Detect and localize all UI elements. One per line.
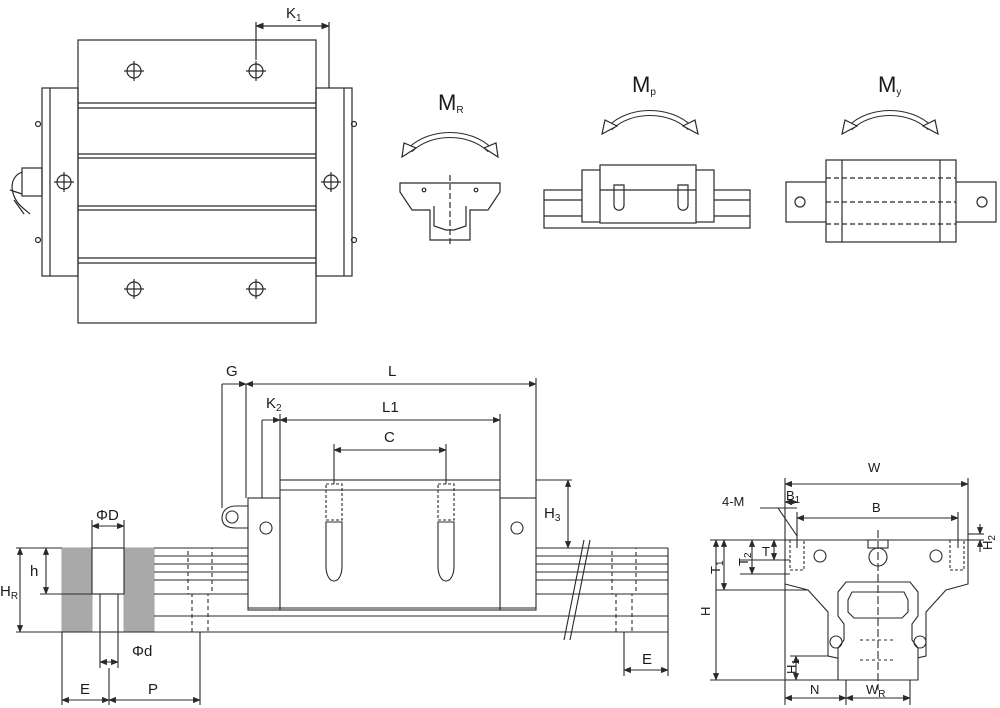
dim-e-right-label: E [642, 651, 652, 668]
mount-hole [124, 279, 144, 299]
dim-h3-label: H3 [544, 505, 561, 524]
dim-l-label: L [388, 363, 396, 380]
moment-mp-label: Mp [632, 72, 656, 98]
mount-hole [246, 61, 266, 81]
mount-hole [124, 61, 144, 81]
dim-h2-label: H2 [980, 535, 998, 550]
moment-mr-view [399, 132, 501, 245]
dim-phi-small-d-label: Φd [132, 643, 152, 660]
dim-g-label: G [226, 363, 238, 380]
dim-phi-big-d-label: ΦD [96, 507, 119, 524]
moment-my-label: My [878, 72, 901, 98]
dim-n-label: N [810, 682, 819, 697]
dim-t-label: T [762, 544, 770, 559]
dim-p-label: P [148, 681, 158, 698]
end-view [710, 478, 984, 705]
dim-h-end-label: H [698, 607, 713, 616]
mount-hole [246, 279, 266, 299]
dim-t1-label: T1 [708, 560, 726, 574]
dim-t2-label: T2 [736, 552, 754, 566]
block-body [77, 39, 317, 324]
dim-b-label: B [872, 500, 881, 515]
dim-b1-label: B1 [786, 488, 801, 506]
grease-nipple-icon [9, 167, 43, 215]
dim-wr-label: WR [866, 682, 886, 700]
moment-my-view [785, 110, 997, 243]
dim-w-label: W [868, 460, 881, 475]
dim-e-left-label: E [80, 681, 90, 698]
right-end-cap [315, 87, 353, 277]
moment-mp-view [543, 110, 751, 229]
dim-k2-label: K2 [266, 395, 282, 414]
dim-h-label: h [30, 563, 38, 580]
dim-k1-label: K1 [286, 5, 302, 24]
side-view [16, 378, 669, 705]
dim-l1-label: L1 [382, 399, 399, 416]
dim-4m-label: 4-M [722, 494, 744, 509]
dim-c-label: C [384, 429, 395, 446]
dim-h1-label: H1 [784, 659, 802, 674]
top-view [9, 22, 358, 324]
dim-hr-label: HR [0, 583, 18, 602]
moment-mr-label: MR [438, 90, 464, 116]
